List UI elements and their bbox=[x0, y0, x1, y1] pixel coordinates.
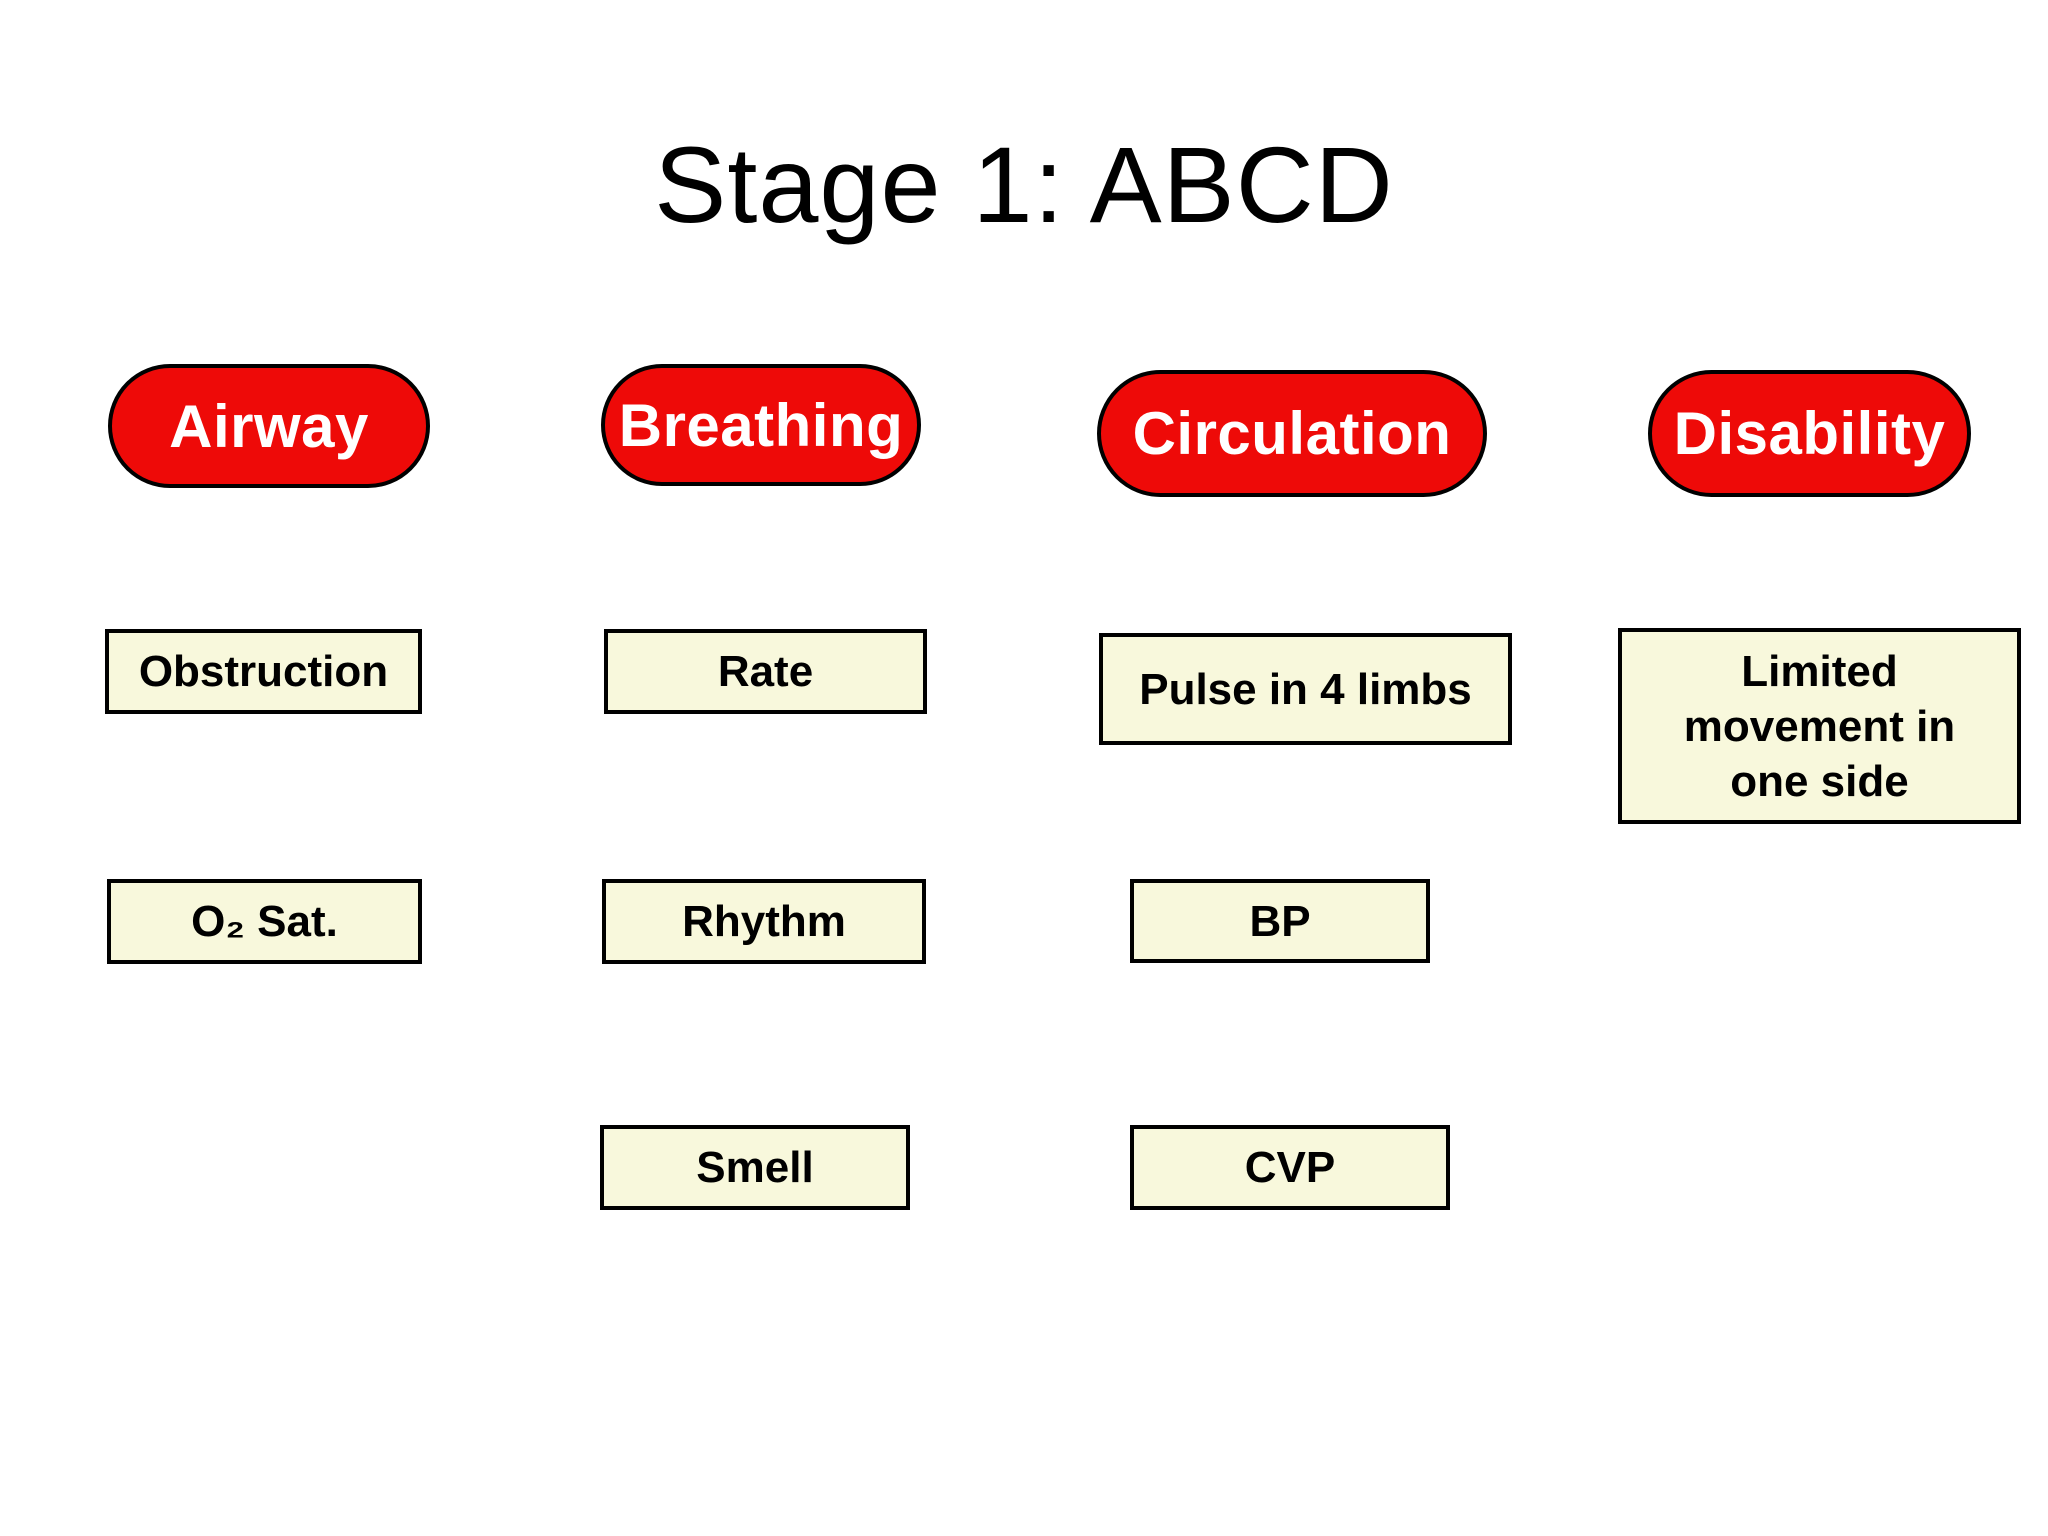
item-box-o2-sat: O₂ Sat. bbox=[107, 879, 422, 964]
header-pill-airway: Airway bbox=[108, 364, 430, 488]
item-box-rhythm: Rhythm bbox=[602, 879, 926, 964]
item-box-pulse-in-4-limbs: Pulse in 4 limbs bbox=[1099, 633, 1512, 745]
item-box-rate: Rate bbox=[604, 629, 927, 714]
slide-title: Stage 1: ABCD bbox=[654, 124, 1394, 245]
header-pill-circulation: Circulation bbox=[1097, 370, 1487, 497]
header-pill-disability: Disability bbox=[1648, 370, 1971, 497]
item-box-limited-movement: Limited movement in one side bbox=[1618, 628, 2021, 824]
header-pill-breathing: Breathing bbox=[601, 364, 921, 486]
item-box-smell: Smell bbox=[600, 1125, 910, 1210]
item-box-obstruction: Obstruction bbox=[105, 629, 422, 714]
item-box-bp: BP bbox=[1130, 879, 1430, 963]
item-box-cvp: CVP bbox=[1130, 1125, 1450, 1210]
